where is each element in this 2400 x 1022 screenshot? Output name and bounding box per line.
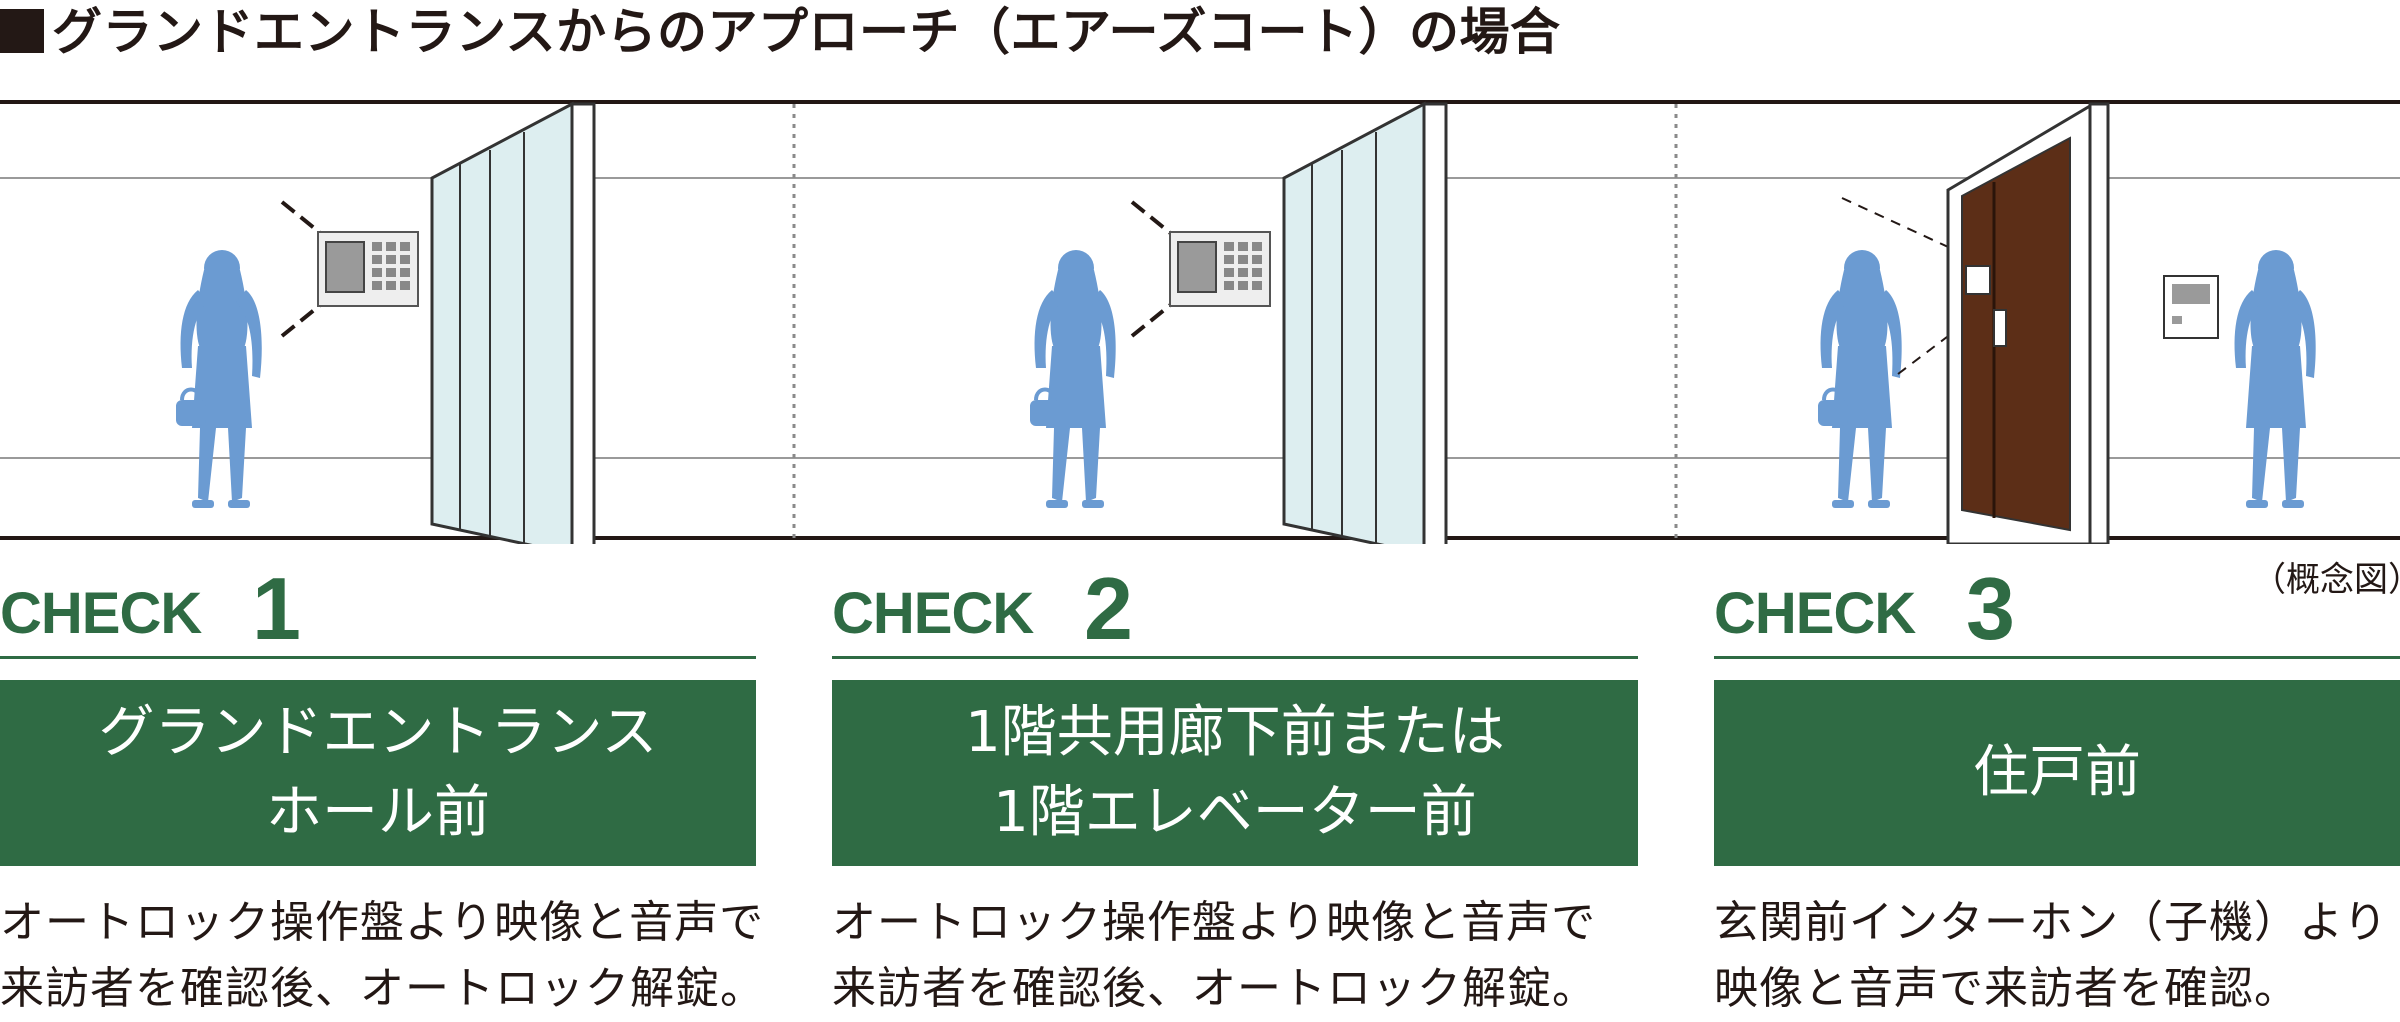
wooden-door-icon xyxy=(1946,102,2110,544)
glass-door-icon xyxy=(1282,102,1448,544)
description-line: 来訪者を確認後、オートロック解錠。 xyxy=(832,963,1597,1014)
description-line: 映像と音声で来訪者を確認。 xyxy=(1714,963,2299,1014)
check-number: 2 xyxy=(1084,559,1133,658)
description-line: 来訪者を確認後、オートロック解錠。 xyxy=(0,963,765,1014)
description: オートロック操作盤より映像と音声で 来訪者を確認後、オートロック解錠。 xyxy=(0,890,765,1022)
check-heading: CHECK 1 xyxy=(0,559,760,660)
resident-figure-icon xyxy=(2234,250,2316,508)
divider-line xyxy=(0,656,756,659)
description-line: 玄関前インターホン（子機）より xyxy=(1714,897,2389,948)
check-panel-3: CHECK 3 住戸前 玄関前インターホン（子機）より 映像と音声で来訪者を確認… xyxy=(1714,559,2400,1014)
location-line: 1階エレベーター前 xyxy=(993,780,1477,845)
description-line: オートロック操作盤より映像と音声で xyxy=(832,897,1597,948)
location-box: グランドエントランス ホール前 xyxy=(0,680,756,866)
location-line: 住戸前 xyxy=(1973,740,2141,805)
page-title: グランドエントランスからのアプローチ（エアーズコート）の場合 xyxy=(0,0,1561,64)
square-bullet-icon xyxy=(0,9,44,53)
intercom-panel-icon xyxy=(1169,231,1271,307)
location-line: グランドエントランス xyxy=(98,700,658,765)
glass-door-icon xyxy=(430,102,596,544)
check-number: 1 xyxy=(252,559,301,658)
check-heading: CHECK 3 xyxy=(1714,559,2400,660)
location-box: 1階共用廊下前または 1階エレベーター前 xyxy=(832,680,1638,866)
indoor-monitor-icon xyxy=(2163,275,2219,339)
illustration xyxy=(0,100,2400,544)
visitor-figure-icon xyxy=(174,250,262,508)
check-label: CHECK xyxy=(832,581,1034,646)
divider-line xyxy=(832,656,1638,659)
description-line: オートロック操作盤より映像と音声で xyxy=(0,897,765,948)
intercom-panel-icon xyxy=(317,231,419,307)
visitor-figure-icon xyxy=(1816,250,1902,508)
location-box: 住戸前 xyxy=(1714,680,2400,866)
check-number: 3 xyxy=(1966,559,2015,658)
check-panel-1: CHECK 1 グランドエントランス ホール前 オートロック操作盤より映像と音声… xyxy=(0,559,764,1014)
location-line: 1階共用廊下前または xyxy=(965,700,1505,765)
location-line: ホール前 xyxy=(266,780,490,845)
description: 玄関前インターホン（子機）より 映像と音声で来訪者を確認。 xyxy=(1714,890,2388,1022)
diagram-caption: （概念図） xyxy=(2252,560,2400,600)
check-label: CHECK xyxy=(1714,581,1916,646)
check-label: CHECK xyxy=(0,581,202,646)
description: オートロック操作盤より映像と音声で 来訪者を確認後、オートロック解錠。 xyxy=(832,890,1597,1022)
divider-line xyxy=(1714,656,2400,659)
title-text: グランドエントランスからのアプローチ（エアーズコート）の場合 xyxy=(52,3,1561,61)
visitor-figure-icon xyxy=(1028,250,1116,508)
check-panel-2: CHECK 2 1階共用廊下前または 1階エレベーター前 オートロック操作盤より… xyxy=(832,559,1638,1014)
check-heading: CHECK 2 xyxy=(832,559,1592,660)
